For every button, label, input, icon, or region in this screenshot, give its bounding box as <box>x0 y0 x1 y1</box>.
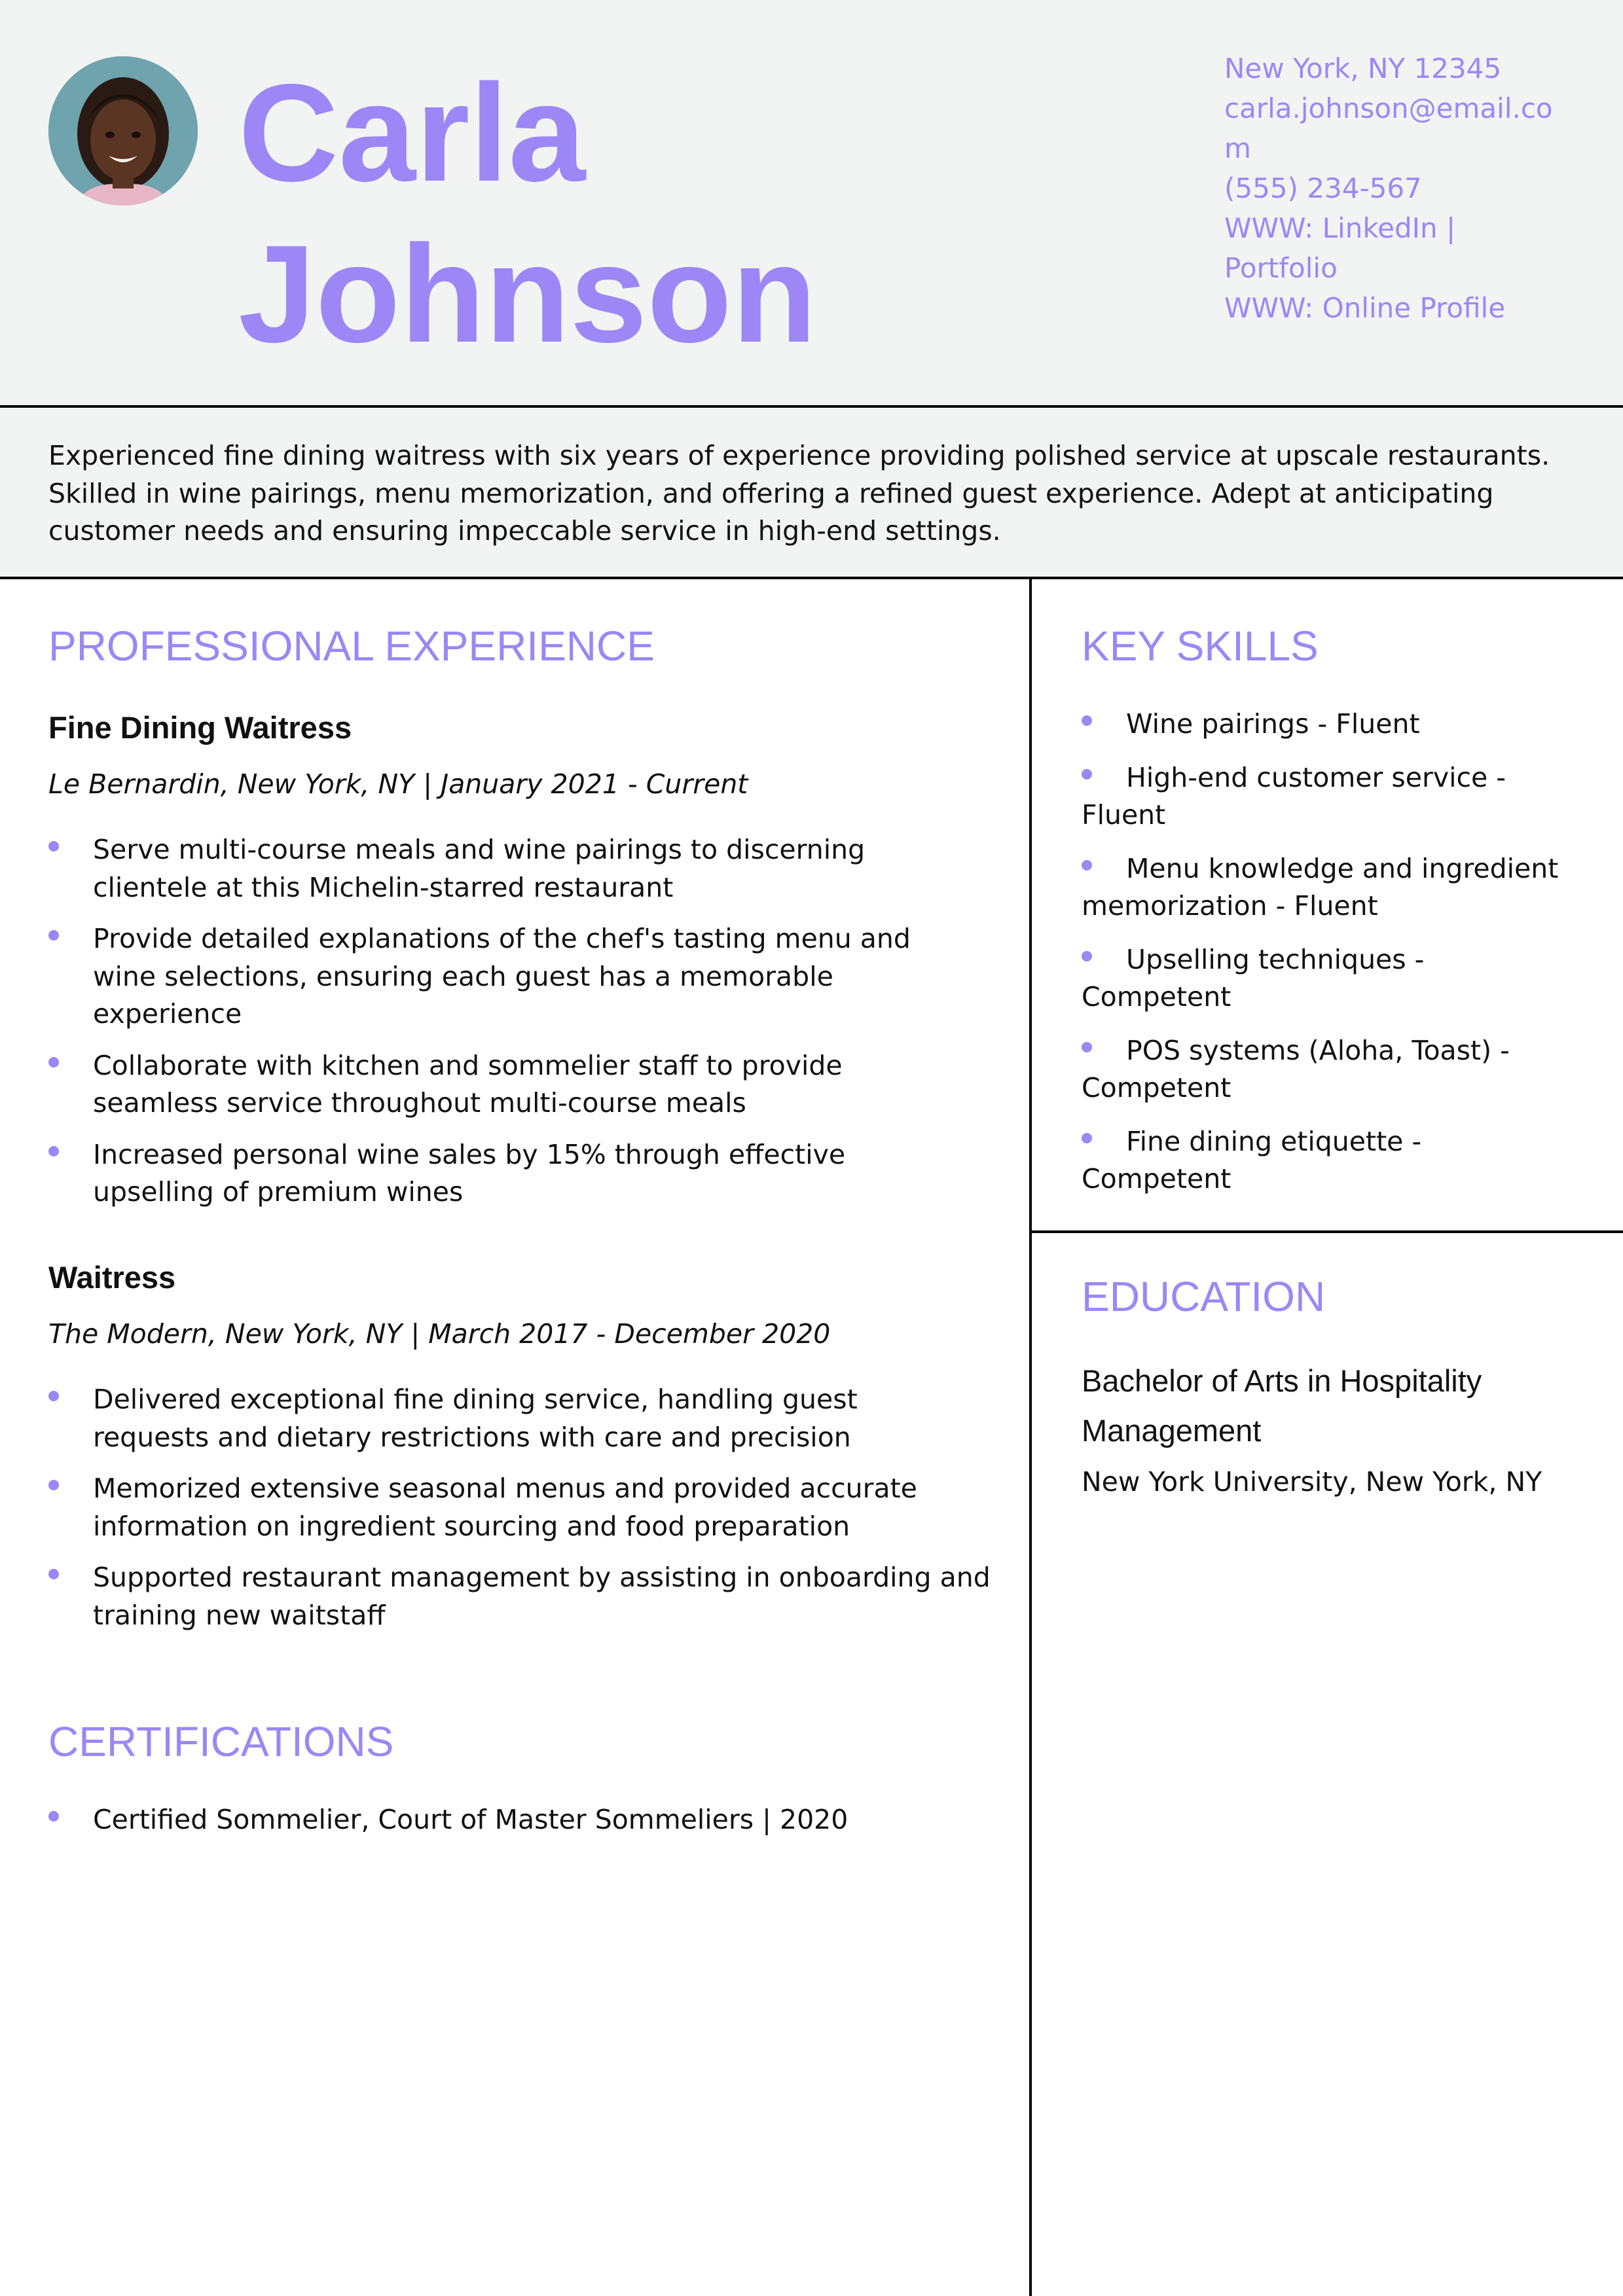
list-item: Serve multi-course meals and wine pairin… <box>48 831 964 906</box>
job-bullets: Delivered exceptional fine dining servic… <box>48 1381 991 1634</box>
list-item: Upselling techniques - Competent <box>1082 943 1425 1013</box>
profile-photo <box>48 56 198 206</box>
bullet-icon <box>48 1569 59 1579</box>
last-name: Johnson <box>238 216 817 371</box>
job-role: Waitress <box>48 1260 176 1295</box>
right-column-divider <box>1032 1230 1623 1233</box>
certifications-title: CERTIFICATIONS <box>48 1718 394 1765</box>
list-item: Wine pairings - Fluent <box>1082 706 1579 744</box>
contact-phone: (555) 234-567 <box>1224 172 1422 204</box>
job-role: Fine Dining Waitress <box>48 710 352 745</box>
job-location-dates: , New York, NY | March 2017 - December 2… <box>208 1318 831 1350</box>
resume-header: Carla Johnson New York, NY 12345 carla.j… <box>0 0 1623 408</box>
contact-block: New York, NY 12345 carla.johnson@email.c… <box>1224 48 1565 328</box>
experience-title: PROFESSIONAL EXPERIENCE <box>48 622 655 670</box>
certifications-list: Certified Sommelier, Court of Master Som… <box>48 1801 965 1839</box>
bullet-icon <box>48 841 59 852</box>
skills-title: KEY SKILLS <box>1082 622 1319 670</box>
bullet-icon <box>1082 859 1092 870</box>
job-employer: Le Bernardin <box>48 768 221 800</box>
bullet-icon <box>48 1391 59 1401</box>
education-degree: Bachelor of Arts in Hospitality Manageme… <box>1082 1363 1482 1448</box>
list-item: Provide detailed explanations of the che… <box>48 920 964 1033</box>
list-item: Supported restaurant management by assis… <box>48 1559 1003 1634</box>
contact-location: New York, NY 12345 <box>1224 52 1502 84</box>
job-meta: The Modern, New York, NY | March 2017 - … <box>48 1316 830 1352</box>
job-meta: Le Bernardin, New York, NY | January 202… <box>48 766 748 802</box>
column-divider <box>1029 579 1032 2296</box>
list-item: POS systems (Aloha, Toast) - Competent <box>1082 1034 1510 1103</box>
contact-profile[interactable]: WWW: Online Profile <box>1224 292 1506 324</box>
job-location-dates: , New York, NY | January 2021 - Current <box>220 768 748 800</box>
list-item: Collaborate with kitchen and sommelier s… <box>48 1047 964 1122</box>
first-name: Carla <box>238 55 586 210</box>
bullet-icon <box>1082 715 1092 726</box>
list-item: Fine dining etiquette - Competent <box>1082 1125 1422 1194</box>
list-item: Delivered exceptional fine dining servic… <box>48 1381 964 1456</box>
bullet-icon <box>48 1056 59 1067</box>
list-item: Certified Sommelier, Court of Master Som… <box>48 1801 965 1839</box>
list-item: High-end customer service - Fluent <box>1082 761 1506 831</box>
profile-photo-icon <box>48 56 198 206</box>
bullet-icon <box>1082 1132 1092 1143</box>
candidate-name: Carla Johnson <box>238 52 816 374</box>
summary-text: Experienced fine dining waitress with si… <box>48 440 1550 547</box>
bullet-icon <box>48 1811 59 1821</box>
education-school: New York University, New York, NY <box>1082 1466 1542 1498</box>
bullet-icon <box>48 1480 59 1490</box>
bullet-icon <box>1082 950 1092 961</box>
contact-email[interactable]: carla.johnson@email.com <box>1224 92 1553 164</box>
job-bullets: Serve multi-course meals and wine pairin… <box>48 831 965 1211</box>
list-item: Increased personal wine sales by 15% thr… <box>48 1136 964 1211</box>
job-employer: The Modern <box>48 1318 208 1350</box>
education-title: EDUCATION <box>1082 1273 1326 1320</box>
list-item: Memorized extensive seasonal menus and p… <box>48 1470 964 1545</box>
bullet-icon <box>48 930 59 941</box>
contact-links[interactable]: WWW: LinkedIn | Portfolio <box>1224 212 1456 284</box>
summary-section: Experienced fine dining waitress with si… <box>0 408 1623 579</box>
bullet-icon <box>48 1145 59 1157</box>
list-item: Menu knowledge and ingredient memorizati… <box>1082 852 1559 922</box>
bullet-icon <box>1082 1041 1092 1052</box>
skills-list: Wine pairings - Fluent High-end customer… <box>1082 706 1579 1198</box>
bullet-icon <box>1082 768 1092 780</box>
